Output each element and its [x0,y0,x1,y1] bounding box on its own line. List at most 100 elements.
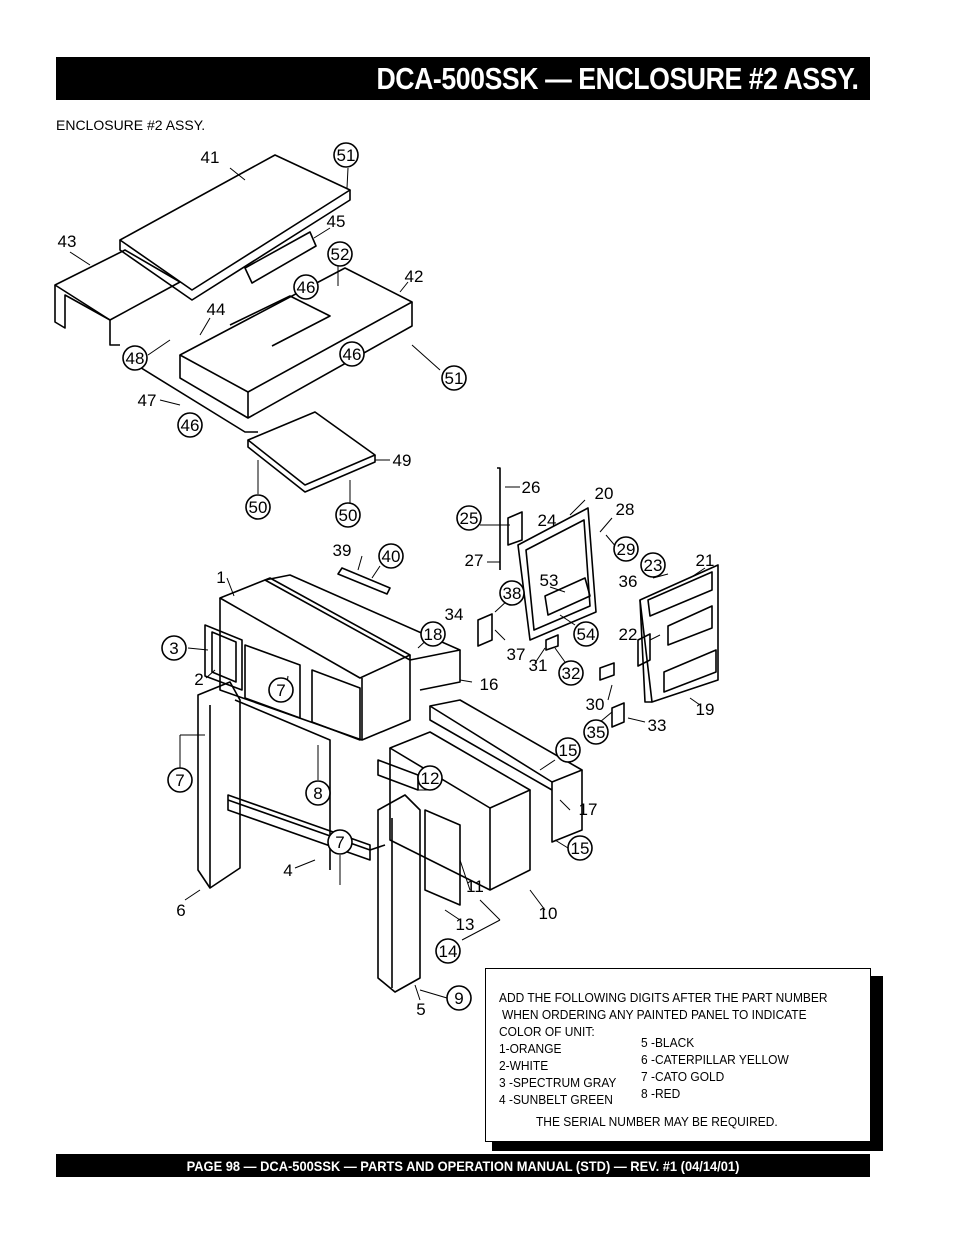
callout-50-b: 50 [339,506,358,525]
part-17-long-panel [429,699,583,843]
callout-53: 53 [540,571,559,590]
callout-circle-38 [499,580,525,606]
callout-20: 20 [595,484,614,503]
callout-circle-50-a [245,494,271,520]
callout-32: 32 [562,664,581,683]
part-26-rod [497,467,501,570]
part-13-frame [424,809,461,906]
callout-54: 54 [577,625,596,644]
callout-38: 38 [503,584,522,603]
callout-7-b: 7 [175,771,184,790]
callout-5: 5 [416,1000,425,1019]
callout-12: 12 [421,769,440,788]
part-49-floor-panel [247,411,376,493]
callout-45: 45 [327,212,346,231]
color-3: 3 -SPECTRUM GRAY [499,1075,617,1090]
callout-circle-3 [161,635,187,661]
callout-39: 39 [333,541,352,560]
part-47-strip [124,357,258,433]
callout-49: 49 [393,451,412,470]
paint-color-note: ADD THE FOLLOWING DIGITS AFTER THE PART … [485,968,871,1142]
callout-circle-35 [583,719,609,745]
callout-6: 6 [176,901,185,920]
callout-circle-23 [640,552,666,578]
callout-43: 43 [58,232,77,251]
callout-19: 19 [696,700,715,719]
callout-10: 10 [539,904,558,923]
part-16-hood [264,574,461,691]
part-4-base-frame [227,699,386,870]
callout-46-c: 46 [181,416,200,435]
callout-circle-52 [327,241,353,267]
page-title: DCA-500SSK — ENCLOSURE #2 ASSY. [376,61,858,96]
serial-note: THE SERIAL NUMBER MAY BE REQUIRED. [536,1114,778,1129]
callout-33: 33 [648,716,667,735]
part-7-louvers [244,644,361,741]
callout-circle-54 [573,621,599,647]
callout-37: 37 [507,645,526,664]
header-bar: DCA-500SSK — ENCLOSURE #2 ASSY. [56,57,870,100]
callout-51-b: 51 [445,369,464,388]
callout-24: 24 [538,511,557,530]
callout-4: 4 [283,861,292,880]
callout-17: 17 [579,800,598,819]
callout-52: 52 [331,245,350,264]
part-1-main-box [219,577,411,741]
part-33-latch [611,702,625,728]
callout-1: 1 [216,568,225,587]
callout-circle-15-a [555,737,581,763]
callout-circle-7-a [268,677,294,703]
callout-15-a: 15 [559,741,578,760]
callout-circle-7-b [167,767,193,793]
callout-circle-48 [122,345,148,371]
note-line-3: COLOR OF UNIT: [499,1024,595,1039]
callout-circle-29 [613,536,639,562]
callout-21: 21 [696,551,715,570]
color-1: 1-ORANGE [499,1041,562,1056]
callout-8: 8 [313,784,322,803]
callout-25: 25 [460,509,479,528]
callout-22: 22 [619,625,638,644]
callout-50-a: 50 [249,498,268,517]
callout-circle-9 [446,985,472,1011]
callout-3: 3 [169,639,178,658]
part-6-side-panel [197,681,241,889]
callout-14: 14 [439,942,458,961]
part-10-inner-box [389,731,531,891]
callout-2: 2 [194,670,203,689]
part-22-plate [637,633,651,667]
callout-51-top: 51 [337,146,356,165]
color-6: 6 -CATERPILLAR YELLOW [641,1052,789,1067]
part-53-bracket [544,577,591,616]
callout-circle-51-top [333,142,359,168]
callout-26: 26 [522,478,541,497]
callout-circle-46-a [293,274,319,300]
callout-circle-32 [558,660,584,686]
callout-34: 34 [445,605,464,624]
callout-11: 11 [466,877,484,896]
part-20-door-frame [517,507,597,641]
callout-circle-51-b [441,365,467,391]
callout-circle-7-c [327,829,353,855]
callout-30: 30 [586,695,605,714]
callout-35: 35 [587,723,606,742]
part-43-end-frame [54,249,181,346]
callout-23: 23 [644,556,663,575]
callout-circle-40 [378,543,404,569]
callout-circle-14 [435,938,461,964]
callout-31: 31 [529,656,548,675]
callout-44: 44 [207,300,226,319]
part-31-clip [545,634,559,651]
footer-bar: PAGE 98 — DCA-500SSK — PARTS AND OPERATI… [56,1154,870,1177]
color-2: 2-WHITE [499,1058,549,1073]
callout-circle-8 [305,780,331,806]
callout-40: 40 [382,547,401,566]
callout-46-a: 46 [297,278,316,297]
part-34-latch [477,613,493,647]
callout-28: 28 [616,500,635,519]
callout-13: 13 [456,915,475,934]
callout-47: 47 [138,391,157,410]
callout-15-b: 15 [571,839,590,858]
callout-circle-50-b [335,502,361,528]
